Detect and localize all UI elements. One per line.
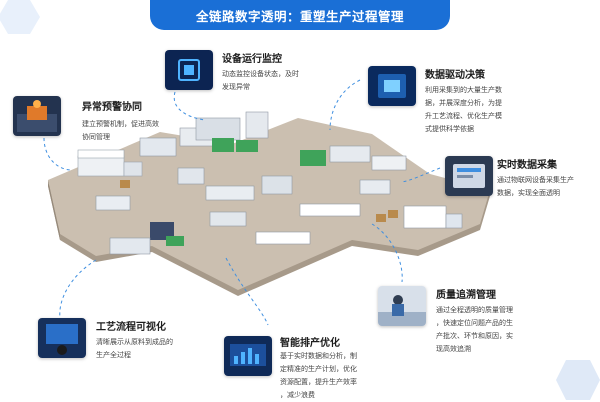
- tablet-data-icon: [445, 156, 493, 196]
- feature-desc: 建立预警机制，促进高效协同管理: [82, 120, 159, 141]
- feature-desc: 清晰展示从原料到成品的生产全过程: [96, 338, 173, 359]
- production-equipment: [77, 111, 463, 255]
- feature-title: 工艺流程可视化: [96, 322, 166, 333]
- page-title-banner: 全链路数字透明：重塑生产过程管理: [150, 0, 450, 30]
- feature-desc: 通过物联网设备采集生产数据，实现全面透明: [497, 176, 574, 197]
- feature-title: 实时数据采集: [497, 160, 557, 171]
- feature-title: 数据驱动决策: [425, 70, 485, 81]
- decorative-hexagon-right: [556, 360, 600, 400]
- feature-title: 智能排产优化: [280, 338, 340, 349]
- feature-desc: 利用采集到的大量生产数据，并展深度分析，为提升工艺流程、优化生产模式提供科学依据: [425, 86, 502, 133]
- operator-screen-icon: [38, 318, 86, 358]
- feature-title: 设备运行监控: [222, 54, 282, 65]
- feature-desc: 基于实时数据和分析，制定精准的生产计划，优化资源配置，提升生产效率，减少浪费: [280, 352, 357, 399]
- data-chip-icon: [368, 66, 416, 106]
- decorative-hexagon-left: [0, 0, 40, 34]
- dashboard-screen-icon: [224, 336, 272, 376]
- feature-title: 质量追溯管理: [436, 290, 496, 301]
- connector-lines: [43, 79, 441, 326]
- factory-alarm-icon: [13, 96, 61, 136]
- feature-desc: 通过全程透明的质量管理，快速定位问题产品的生产批次、环节和原因，实现高效追溯: [436, 306, 513, 353]
- lab-worker-icon: [378, 286, 426, 326]
- chip-monitor-icon: [165, 50, 213, 90]
- feature-desc: 动态监控设备状态，及时发现异常: [222, 70, 299, 91]
- page-title: 全链路数字透明：重塑生产过程管理: [195, 8, 404, 24]
- feature-title: 异常预警协同: [82, 102, 142, 113]
